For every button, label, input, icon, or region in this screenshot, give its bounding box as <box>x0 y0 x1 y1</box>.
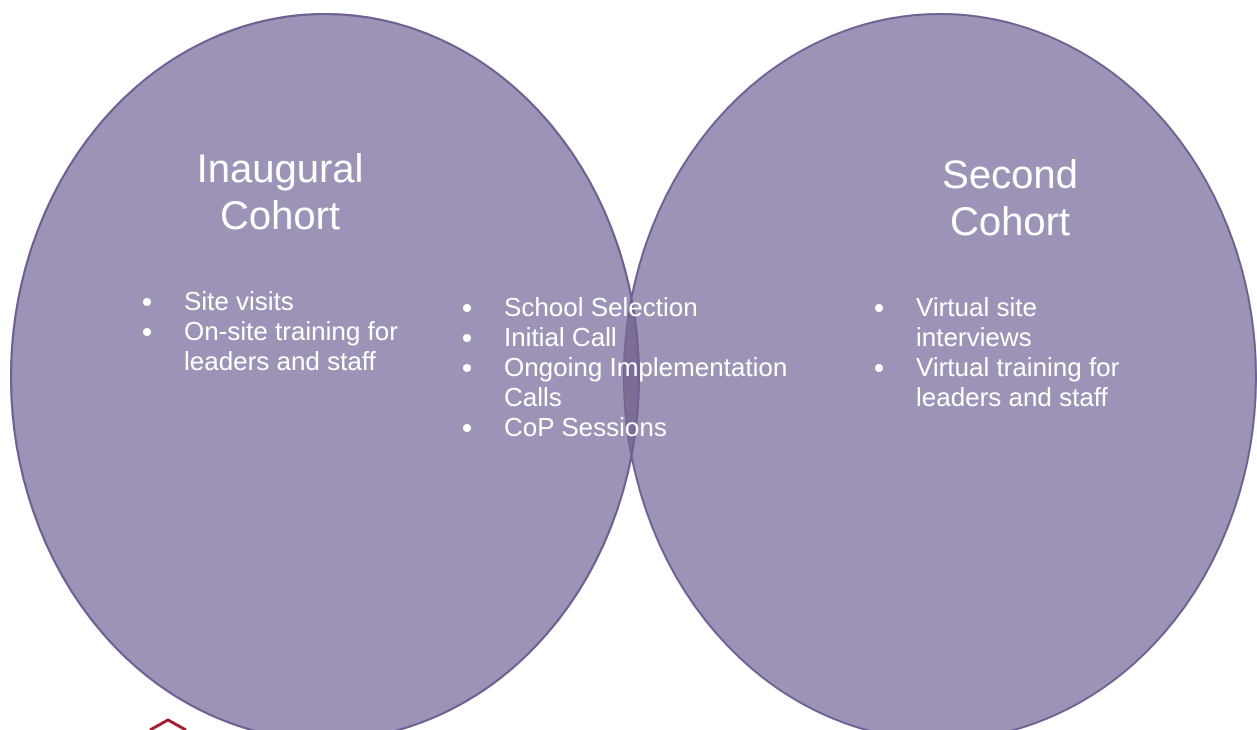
left-title-line1: Inaugural <box>196 147 364 191</box>
left-circle-outline <box>10 13 640 730</box>
logo-chevron-icon <box>149 718 187 730</box>
left-bullet-list: Site visits On-site training for leaders… <box>136 286 416 376</box>
list-item: Site visits <box>136 286 416 316</box>
list-item-text: Virtual site interviews <box>916 292 1037 352</box>
right-bullet-list: Virtual site interviews Virtual training… <box>868 292 1168 412</box>
right-title-line2: Cohort <box>949 200 1071 244</box>
list-item: Virtual training for leaders and staff <box>868 352 1168 412</box>
list-item: School Selection <box>456 292 836 322</box>
list-item: Initial Call <box>456 322 836 352</box>
left-title: Inaugural Cohort <box>150 146 410 240</box>
list-item: CoP Sessions <box>456 412 836 442</box>
left-title-line2: Cohort <box>219 194 341 238</box>
list-item: Virtual site interviews <box>868 292 1168 352</box>
list-item-text: On-site training for leaders and staff <box>184 316 398 376</box>
list-item: On-site training for leaders and staff <box>136 316 416 376</box>
list-item-text: Ongoing Implementation Calls <box>504 352 788 412</box>
right-title-line1: Second <box>942 153 1078 197</box>
right-title: Second Cohort <box>880 152 1140 246</box>
list-item-text: Virtual training for leaders and staff <box>916 352 1120 412</box>
center-bullet-list: School Selection Initial Call Ongoing Im… <box>456 292 836 442</box>
list-item: Ongoing Implementation Calls <box>456 352 836 412</box>
